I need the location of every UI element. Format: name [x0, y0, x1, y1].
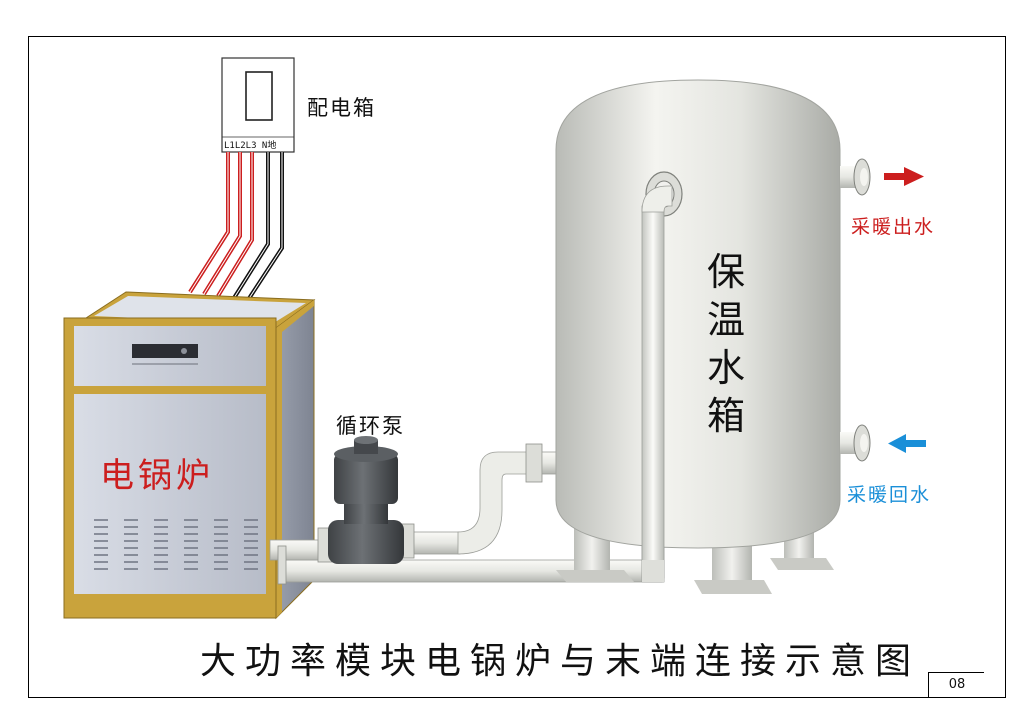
arrow-right-icon: [884, 167, 924, 186]
tank-label: 保温水箱: [706, 250, 745, 438]
boiler-vents: [94, 519, 258, 570]
diagram-title: 大功率模块电锅炉与末端连接示意图: [200, 641, 921, 682]
control-display: [132, 344, 198, 358]
terminal-labels: L1L2L3 N地: [224, 141, 277, 151]
wire-l1: [188, 152, 230, 294]
electric-boiler: [63, 291, 316, 620]
insulated-water-tank: [555, 79, 871, 594]
drawing-frame: [28, 36, 1006, 698]
pump-label: 循环泵: [336, 414, 405, 438]
tank-riser-pipe: [641, 185, 673, 583]
distribution-box-label: 配电箱: [307, 96, 376, 120]
distribution-box: [221, 57, 295, 153]
breaker-switch: [245, 71, 273, 121]
heating-return-label: 采暖回水: [847, 484, 932, 506]
heating-outlet-label: 采暖出水: [851, 216, 936, 238]
arrow-left-icon: [888, 434, 926, 453]
circulation-pump: [317, 436, 415, 564]
boiler-label: 电锅炉: [100, 456, 214, 496]
wire-l2: [202, 152, 242, 296]
page-number-box: 08: [928, 672, 984, 698]
page-number: 08: [948, 677, 966, 692]
